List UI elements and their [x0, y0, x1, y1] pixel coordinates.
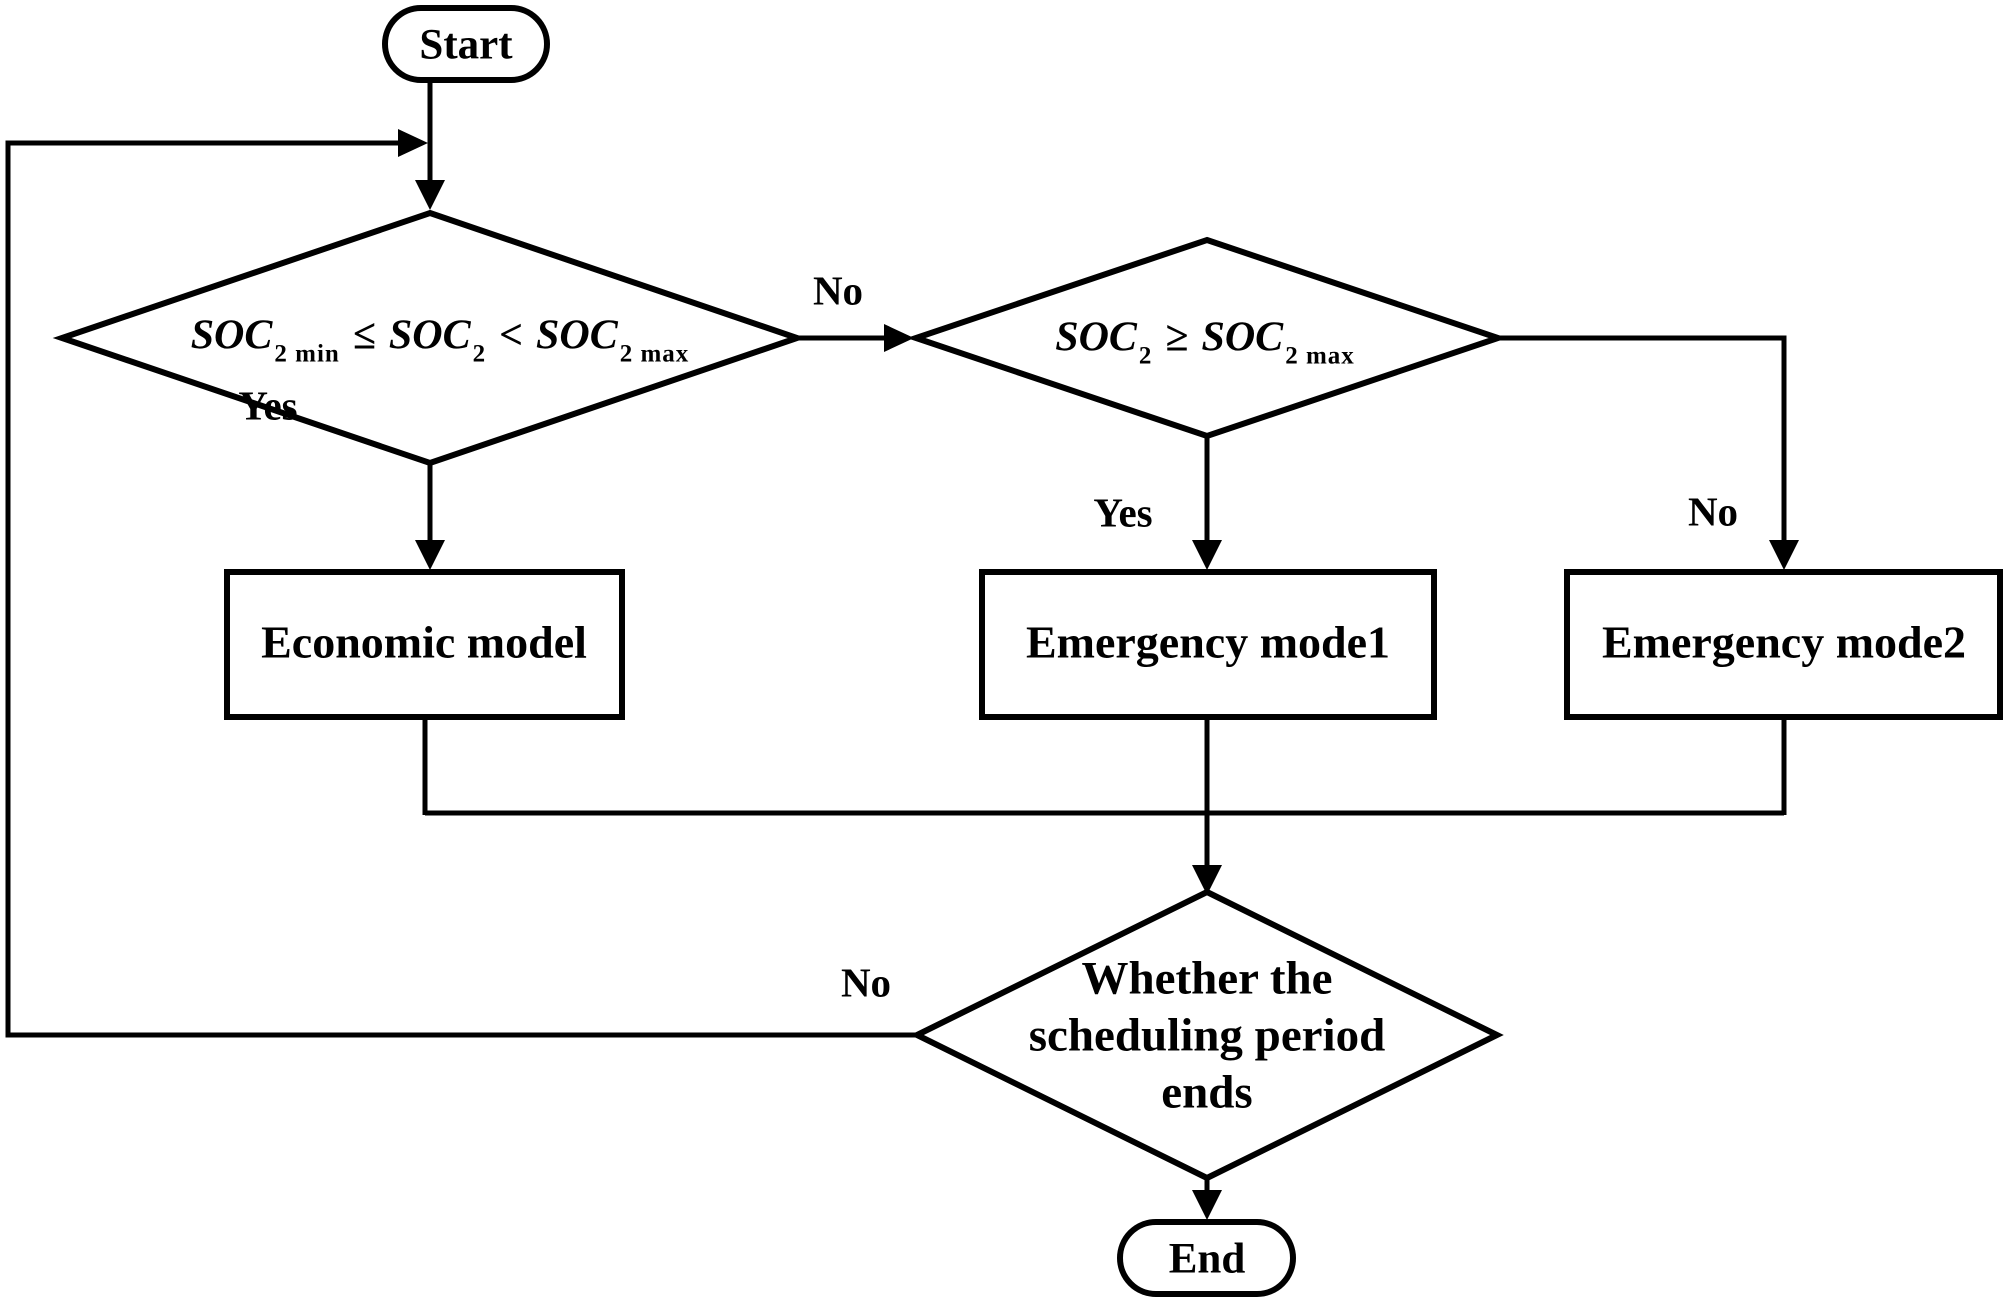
arrowhead-into-decision1	[415, 180, 445, 210]
decision1-diamond-shape	[52, 209, 807, 467]
decision3-line2: scheduling period	[1028, 1009, 1386, 1062]
arrowhead-into-decision3	[1192, 865, 1222, 895]
decision1-sub3: 2 max	[619, 340, 690, 367]
edge-decision2-no	[1498, 335, 1787, 542]
end-label: End	[1168, 1235, 1246, 1283]
decision2-yes-label: Yes	[1093, 489, 1153, 536]
decision1-soc2: SOC	[388, 312, 471, 359]
start-terminator-shape	[382, 5, 550, 83]
decision1-op1: ≤	[352, 312, 376, 359]
end-terminator-shape	[1117, 1219, 1296, 1297]
decision1-no-label: No	[812, 267, 864, 314]
decision1-yes-label: Yes	[238, 382, 298, 429]
decision2-sub2: 2 max	[1285, 342, 1355, 369]
arrowhead-into-emergency1	[1192, 540, 1222, 570]
decision1-sub2: 2	[472, 340, 487, 367]
decision2-soc2: SOC	[1201, 314, 1284, 361]
decision2-op1: ≥	[1165, 314, 1189, 361]
emergency-mode1-label: Emergency mode1	[1025, 616, 1391, 668]
decision2-soc1: SOC	[1055, 314, 1137, 361]
arrowhead-loopback	[398, 129, 428, 157]
emergency1-box-shape	[979, 569, 1437, 720]
decision3-line1: Whether the	[1081, 952, 1333, 1005]
decision2-no-label: No	[1687, 488, 1739, 535]
edge-loopback	[5, 140, 917, 1038]
arrowhead-into-end	[1192, 1190, 1222, 1220]
economic-box-shape	[224, 569, 625, 720]
decision1-soc3: SOC	[536, 312, 618, 359]
decision3-no-label: No	[840, 959, 892, 1006]
decision2-diamond-shape	[906, 236, 1508, 440]
arrowhead-into-emergency2	[1769, 540, 1799, 570]
decision3-diamond-shape	[910, 888, 1504, 1182]
decision3-line3: ends	[1161, 1066, 1253, 1119]
decision1-sub1: 2 min	[274, 340, 340, 367]
decision2-sub1: 2	[1138, 342, 1153, 369]
arrowhead-into-economic	[415, 540, 445, 570]
decision1-condition: SOC2 min≤SOC2<SOC2 max	[191, 313, 690, 368]
decision3-label: Whether the scheduling period ends	[1029, 951, 1386, 1122]
economic-model-label: Economic model	[261, 616, 587, 668]
arrowhead-into-decision2	[884, 324, 914, 352]
emergency-mode2-label: Emergency mode2	[1601, 616, 1967, 668]
decision2-condition: SOC2≥SOC2 max	[1055, 315, 1355, 370]
decision1-op2: <	[499, 312, 524, 359]
start-label: Start	[419, 21, 513, 69]
emergency2-box-shape	[1564, 569, 2003, 720]
decision1-soc1: SOC	[190, 312, 273, 359]
